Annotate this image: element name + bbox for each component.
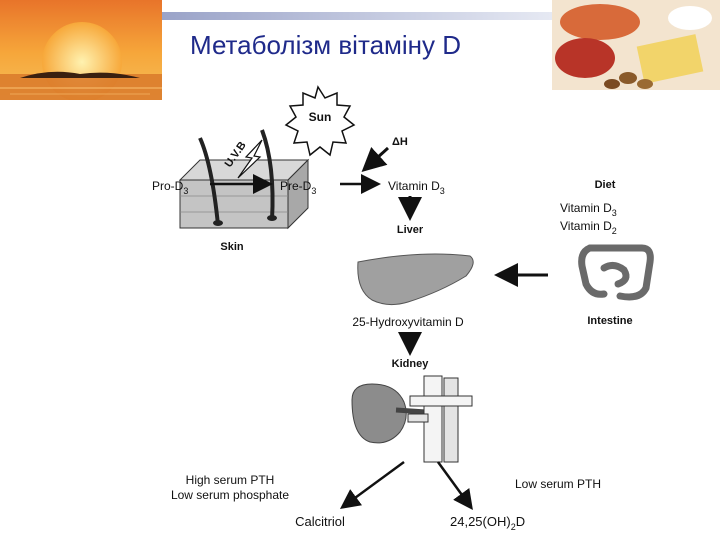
low-phosphate-label: Low serum phosphate (171, 488, 289, 502)
uvb-bolt-icon (237, 139, 263, 179)
kidney-label: Kidney (392, 358, 430, 370)
pre-d3-label: Pre-D3 (280, 179, 316, 196)
to-2425-arrow (436, 461, 473, 511)
header-decoration (0, 0, 720, 100)
heat-arrow (361, 146, 390, 173)
diet-label: Diet (595, 179, 616, 191)
liver-illustration (357, 253, 474, 306)
vitamin-d3-label: Vitamin D3 (388, 179, 445, 196)
diet-vitamin-d3: Vitamin D3 (560, 201, 617, 218)
pro-d3-label: Pro-D3 (152, 179, 188, 196)
heat-label: ΔH (392, 136, 408, 148)
diet-vitamin-d2: Vitamin D2 (560, 219, 617, 236)
intestine-label: Intestine (587, 315, 632, 327)
hydroxyvitamin-label: 25-Hydroxyvitamin D (352, 315, 464, 329)
high-pth-label: High serum PTH (186, 473, 275, 487)
liver-label: Liver (397, 224, 424, 236)
sun-label: Sun (309, 110, 332, 124)
slide-title: Метаболізм вітаміну D (190, 30, 462, 60)
kidney-illustration (351, 375, 473, 463)
skin-label: Skin (220, 241, 244, 253)
sun-icon (284, 85, 356, 157)
intestine-illustration (578, 244, 654, 301)
dihydroxy-label: 24,25(OH)2D (450, 514, 525, 532)
island-silhouette (20, 71, 140, 78)
low-pth-label: Low serum PTH (515, 477, 601, 491)
to-calcitriol-arrow (339, 460, 405, 509)
calcitriol-label: Calcitriol (295, 514, 345, 529)
header-bar (162, 12, 552, 20)
